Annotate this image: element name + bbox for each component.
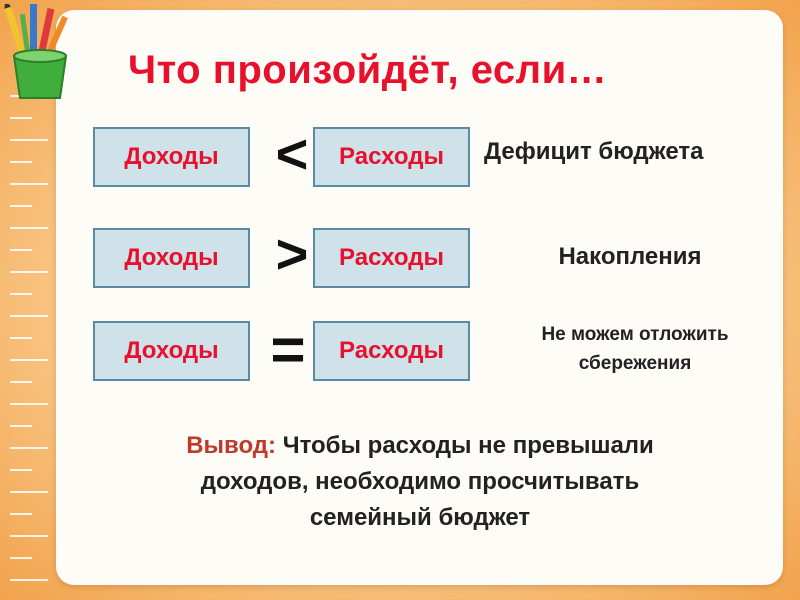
ruler-decoration <box>0 95 60 600</box>
greater-than-sign: > <box>275 222 309 285</box>
result-deficit: Дефицит бюджета <box>484 138 704 165</box>
expenses-box: Расходы <box>313 127 470 187</box>
income-box: Доходы <box>93 127 250 187</box>
pencil-cup-icon <box>4 4 68 99</box>
equals-sign: = <box>270 316 306 383</box>
conclusion-line: Вывод: Чтобы расходы не превышали <box>100 428 740 464</box>
result-line: Не можем отложить <box>541 324 729 345</box>
conclusion-label: Вывод: <box>186 432 277 459</box>
slide-card <box>56 10 783 585</box>
conclusion-text: Чтобы расходы не превышали <box>282 432 654 459</box>
conclusion-line: семейный бюджет <box>309 504 531 531</box>
conclusion: Вывод: Чтобы расходы не превышали доходо… <box>100 428 740 536</box>
income-box: Доходы <box>93 321 250 381</box>
result-savings: Накопления <box>558 243 702 270</box>
less-than-sign: < <box>275 122 309 185</box>
expenses-box: Расходы <box>313 321 470 381</box>
conclusion-line: доходов, необходимо просчитывать <box>200 468 640 495</box>
result-no-savings: Не можем отложить сбережения <box>490 320 780 378</box>
income-box: Доходы <box>93 228 250 288</box>
slide-title: Что произойдёт, если… <box>128 48 608 92</box>
result-line: сбережения <box>578 353 692 374</box>
expenses-box: Расходы <box>313 228 470 288</box>
